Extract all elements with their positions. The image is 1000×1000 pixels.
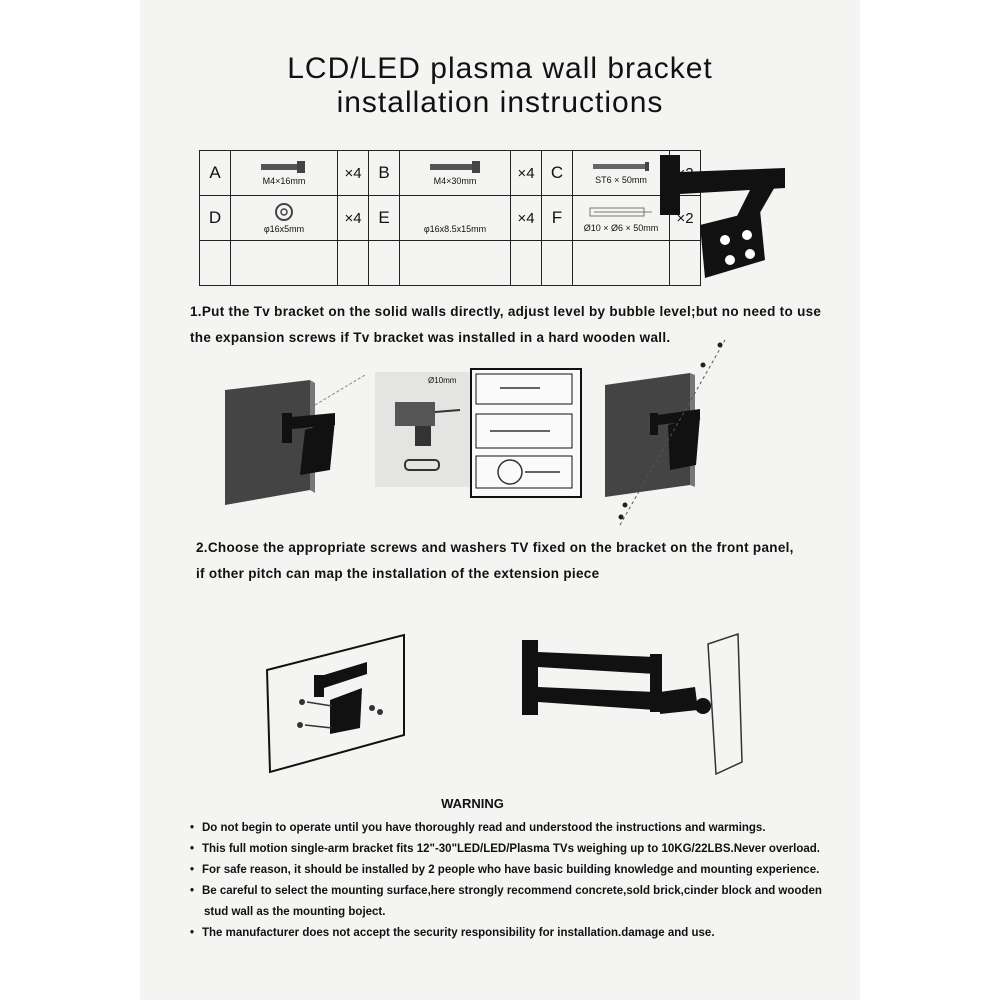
parts-row: A M4×16mm ×4 B M4×30mm ×4 C ST6 × 50mm ×… bbox=[199, 150, 701, 196]
part-letter: B bbox=[368, 150, 400, 196]
drill-illustration bbox=[375, 372, 470, 487]
bolt-icon bbox=[261, 161, 305, 173]
step-2-line2: if other pitch can map the installation … bbox=[196, 566, 600, 581]
washer-icon bbox=[275, 203, 293, 221]
sheet-title-line2: installation instructions bbox=[336, 86, 664, 119]
part-label: M4×30mm bbox=[433, 176, 477, 186]
tv-panel-illustration bbox=[265, 633, 405, 774]
part-cell: ST6 × 50mm bbox=[572, 150, 670, 196]
warning-list: Do not begin to operate until you have t… bbox=[190, 818, 840, 944]
step-1-text: 1.Put the Tv bracket on the solid walls … bbox=[190, 304, 822, 345]
warning-item: The manufacturer does not accept the sec… bbox=[190, 923, 840, 944]
part-cell: φ16x8.5x15mm bbox=[399, 195, 511, 241]
part-count: ×4 bbox=[337, 150, 369, 196]
drill-size-label: Ø10mm bbox=[428, 376, 457, 385]
warning-item: Be careful to select the mounting surfac… bbox=[190, 881, 840, 902]
part-letter: C bbox=[541, 150, 573, 196]
part-count: ×4 bbox=[337, 195, 369, 241]
part-cell: M4×16mm bbox=[230, 150, 338, 196]
parts-table: A M4×16mm ×4 B M4×30mm ×4 C ST6 × 50mm ×… bbox=[199, 150, 701, 286]
part-label: φ16x5mm bbox=[263, 224, 305, 234]
warning-item: Do not begin to operate until you have t… bbox=[190, 818, 840, 839]
warning-item: This full motion single-arm bracket fits… bbox=[190, 839, 840, 860]
wood-screw-icon bbox=[593, 162, 649, 171]
part-label: M4×16mm bbox=[262, 176, 306, 186]
part-label: ST6 × 50mm bbox=[595, 175, 647, 185]
parts-row: D φ16x5mm ×4 E φ16x8.5x15mm ×4 F Ø10 × Ø… bbox=[199, 195, 701, 241]
spacer-icon bbox=[445, 202, 465, 222]
part-label: φ16x8.5x15mm bbox=[423, 224, 487, 234]
part-cell: φ16x5mm bbox=[230, 195, 338, 241]
wall-mount-illustration bbox=[225, 375, 366, 505]
part-letter: A bbox=[199, 150, 231, 196]
wall-anchor-illustration bbox=[605, 339, 726, 526]
part-label: Ø10 × Ø6 × 50mm bbox=[583, 223, 659, 233]
bracket-illustration bbox=[660, 155, 785, 278]
warning-item: For safe reason, it should be installed … bbox=[190, 860, 840, 881]
part-cell: M4×30mm bbox=[399, 150, 511, 196]
part-count: ×4 bbox=[510, 150, 542, 196]
warning-item-continuation: stud wall as the mounting boject. bbox=[204, 906, 386, 918]
step-2-text: 2.Choose the appropriate screws and wash… bbox=[196, 535, 836, 587]
part-letter: D bbox=[199, 195, 231, 241]
part-cell: Ø10 × Ø6 × 50mm bbox=[572, 195, 670, 241]
warning-title: WARNING bbox=[441, 796, 504, 811]
extended-arm-illustration bbox=[522, 632, 743, 776]
parts-row bbox=[199, 240, 701, 286]
sheet-title-line1: LCD/LED plasma wall bracket bbox=[287, 52, 713, 85]
steps-panel-illustration bbox=[470, 368, 582, 498]
part-letter: F bbox=[541, 195, 573, 241]
part-letter: E bbox=[368, 195, 400, 241]
anchor-icon bbox=[589, 207, 652, 217]
part-count: ×4 bbox=[510, 195, 542, 241]
step-2-line1: 2.Choose the appropriate screws and wash… bbox=[196, 540, 794, 555]
long-bolt-icon bbox=[430, 161, 480, 173]
